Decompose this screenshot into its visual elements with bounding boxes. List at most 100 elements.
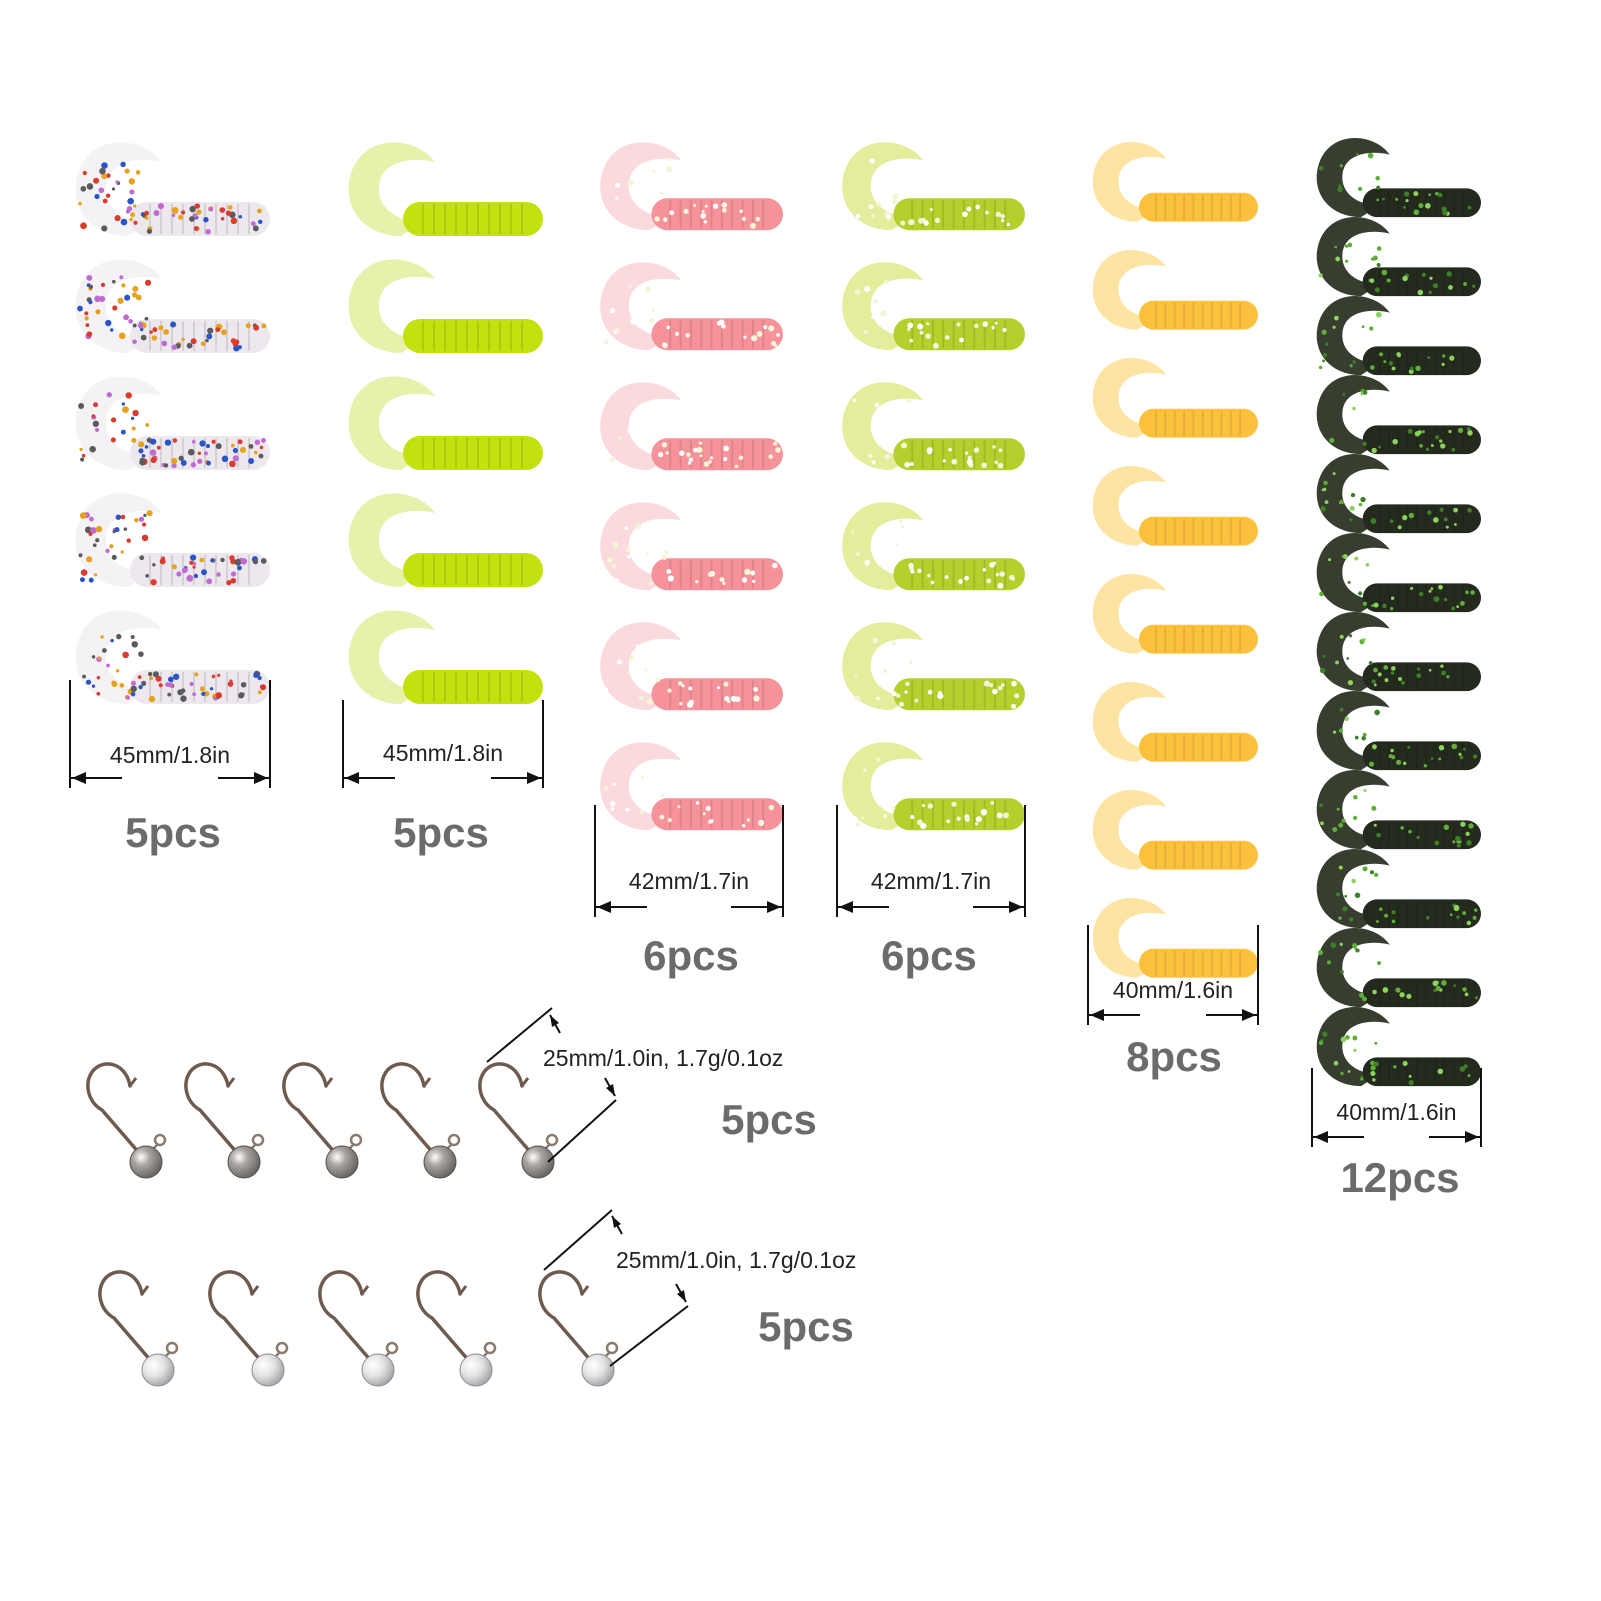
grub-lure: [600, 742, 783, 831]
arrow-head: [1314, 1131, 1328, 1143]
size-label: 25mm/1.0in, 1.7g/0.1oz: [616, 1247, 856, 1273]
arrow-head: [839, 901, 853, 913]
size-label: 45mm/1.8in: [110, 742, 230, 768]
grub-lure: [842, 142, 1025, 231]
grub-lure: [1092, 358, 1258, 438]
grub-lure: [842, 742, 1025, 831]
dimension-tick: [547, 1099, 617, 1163]
grub-group-lime-glitter: 42mm/1.7in 6pcs: [836, 142, 1026, 979]
grub-lure: [348, 610, 543, 704]
grub-lure: [348, 259, 543, 353]
jig-head-hook: [478, 1062, 559, 1179]
arrow-head: [612, 1216, 621, 1228]
size-dimension: 42mm/1.7in: [836, 805, 1026, 917]
grub-lure: [1092, 790, 1258, 870]
arrow-head: [72, 772, 86, 784]
grub-lure: [75, 376, 270, 470]
grub-lure: [1092, 574, 1258, 654]
grub-lure: [600, 622, 783, 711]
piece-count: 8pcs: [1126, 1033, 1222, 1080]
arrow-head: [597, 901, 611, 913]
jig-head-hook: [538, 1270, 619, 1387]
arrow-head: [345, 772, 359, 784]
grub-group-black-green-flake: 40mm/1.6in 12pcs: [1311, 137, 1482, 1201]
grub-lure: [842, 262, 1025, 351]
arrow-head: [767, 901, 781, 913]
grub-lure: [1316, 927, 1481, 1008]
grub-lure: [1316, 453, 1481, 534]
grub-lure: [1316, 1006, 1481, 1087]
jig-head-hook: [208, 1270, 289, 1387]
grub-lure: [1316, 848, 1481, 929]
grub-lure: [1092, 682, 1258, 762]
grub-group-chartreuse: 45mm/1.8in 5pcs: [342, 142, 544, 856]
jig-group-jig-row-silver: 25mm/1.0in, 1.7g/0.1oz 5pcs: [98, 1209, 856, 1387]
arrow-head: [1242, 1009, 1256, 1021]
piece-count: 6pcs: [881, 932, 977, 979]
grub-lure: [75, 610, 270, 704]
size-dimension: 45mm/1.8in: [342, 700, 544, 788]
grub-lure: [75, 142, 270, 236]
jig-head-hook: [380, 1062, 461, 1179]
grub-lure: [348, 376, 543, 470]
size-dimension: 40mm/1.6in: [1087, 925, 1259, 1025]
arrow-head: [1090, 1009, 1104, 1021]
grub-lure: [348, 493, 543, 587]
dimension-tick: [543, 1209, 613, 1271]
grub-lure: [348, 142, 543, 236]
grub-lure-groups: 45mm/1.8in 5pcs 45mm/1.8in 5pcs 42mm/1.7in 6p…: [69, 137, 1482, 1201]
arrow-head: [606, 1084, 615, 1096]
jig-head-hook: [416, 1270, 497, 1387]
dimension-tick: [486, 1007, 553, 1063]
size-dimension: 25mm/1.0in, 1.7g/0.1oz: [486, 1007, 783, 1163]
size-dimension: 40mm/1.6in: [1311, 1068, 1482, 1147]
size-label: 40mm/1.6in: [1336, 1099, 1456, 1125]
arrow-head: [254, 772, 268, 784]
grub-lure: [75, 493, 270, 587]
grub-lure: [1316, 769, 1481, 850]
size-label: 45mm/1.8in: [383, 740, 503, 766]
arrow-head: [550, 1015, 559, 1027]
grub-lure: [1092, 898, 1258, 978]
grub-lure: [1316, 295, 1481, 376]
piece-count: 6pcs: [643, 932, 739, 979]
grub-lure: [1316, 216, 1481, 297]
grub-lure: [1092, 250, 1258, 330]
dimension-tick: [609, 1305, 689, 1367]
grub-group-yellow: 40mm/1.6in 8pcs: [1087, 142, 1259, 1080]
piece-count: 5pcs: [721, 1096, 817, 1143]
jig-head-hook: [98, 1270, 179, 1387]
arrow-head: [1465, 1131, 1479, 1143]
arrow-head: [1009, 901, 1023, 913]
grub-lure: [1316, 611, 1481, 692]
grub-lure: [600, 382, 783, 471]
grub-lure: [1316, 374, 1481, 455]
piece-count: 12pcs: [1340, 1154, 1459, 1201]
piece-count: 5pcs: [393, 809, 489, 856]
grub-lure: [600, 502, 783, 591]
grub-lure: [1092, 466, 1258, 546]
jig-head-hook: [86, 1062, 167, 1179]
arrow-head: [527, 772, 541, 784]
grub-lure: [1316, 137, 1481, 218]
jig-head-hook: [282, 1062, 363, 1179]
grub-lure: [1316, 690, 1481, 771]
grub-lure: [600, 142, 783, 231]
grub-lure: [75, 259, 270, 353]
grub-group-pink-orange: 42mm/1.7in 6pcs: [594, 142, 784, 979]
grub-lure: [1092, 142, 1258, 222]
size-dimension: 25mm/1.0in, 1.7g/0.1oz: [543, 1209, 856, 1367]
grub-lure: [842, 382, 1025, 471]
grub-lure: [842, 622, 1025, 711]
grub-lure: [842, 502, 1025, 591]
jig-head-hook: [318, 1270, 399, 1387]
grub-lure: [1316, 532, 1481, 613]
size-dimension: 45mm/1.8in: [69, 680, 271, 788]
piece-count: 5pcs: [758, 1303, 854, 1350]
jig-head-hook: [184, 1062, 265, 1179]
size-dimension: 42mm/1.7in: [594, 805, 784, 917]
